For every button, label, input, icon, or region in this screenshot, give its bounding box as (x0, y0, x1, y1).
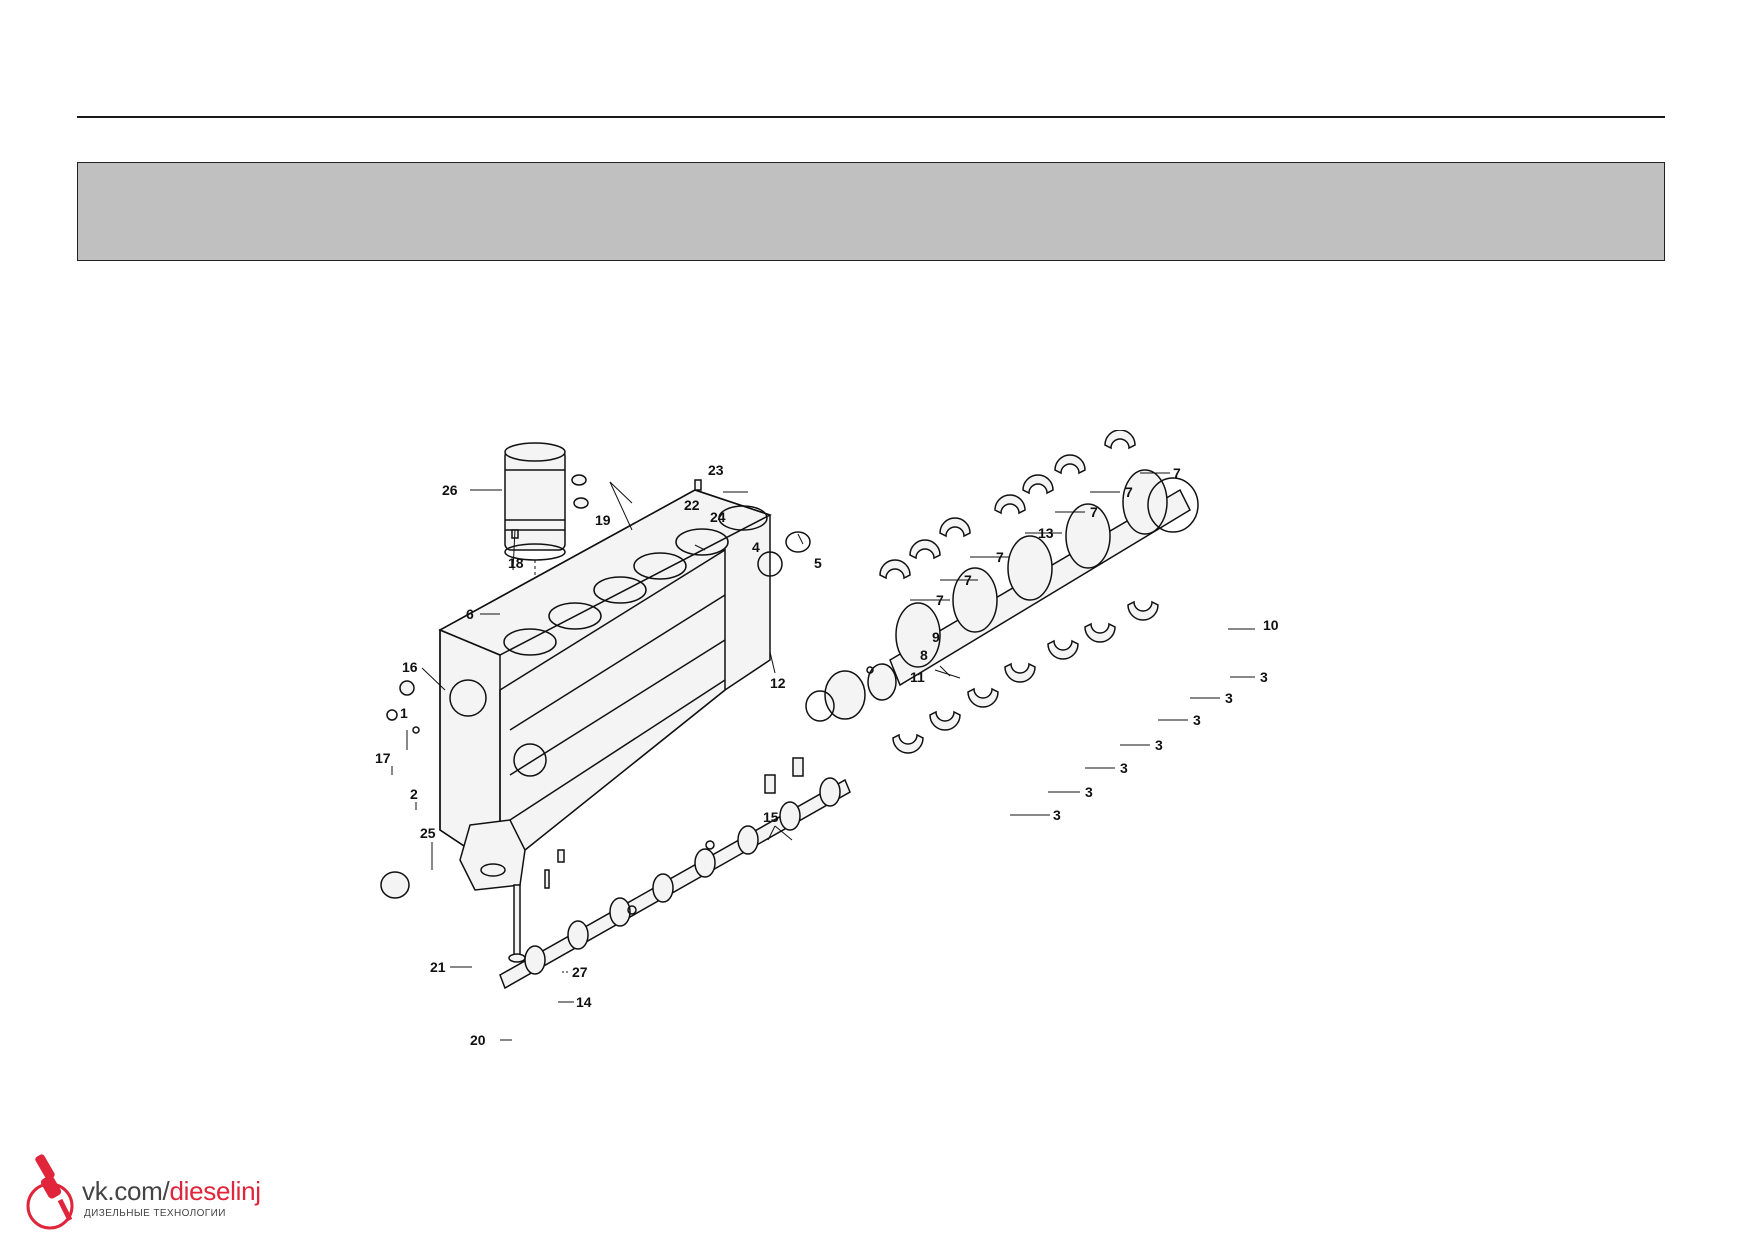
callout-7c: 7 (1090, 504, 1098, 520)
callout-2: 2 (410, 786, 418, 802)
top-rule (77, 116, 1665, 118)
plug (399, 680, 415, 696)
watermark-prefix: vk.com/ (82, 1176, 170, 1206)
watermark-url: vk.com/dieselinj (82, 1176, 261, 1207)
callout-22: 22 (684, 497, 700, 513)
callout-3b: 3 (1225, 690, 1233, 706)
callout-3c: 3 (1193, 712, 1201, 728)
bolt-15b (792, 757, 804, 777)
upper-bearing-shells (879, 430, 1136, 580)
callout-16: 16 (402, 659, 418, 675)
callout-17: 17 (375, 750, 391, 766)
callout-10: 10 (1263, 617, 1279, 633)
callout-8: 8 (920, 647, 928, 663)
front-seal (805, 690, 835, 722)
callout-5: 5 (814, 555, 822, 571)
lower-bearing-shells (892, 600, 1159, 754)
callout-labels: 26 6 16 1 17 2 25 21 20 14 27 18 19 22 2… (375, 462, 1279, 1048)
watermark: vk.com/dieselinj ДИЗЕЛЬНЫЕ ТЕХНОЛОГИИ (16, 1150, 316, 1230)
callout-26: 26 (442, 482, 458, 498)
rear-seal (380, 871, 410, 899)
camshaft (499, 777, 851, 990)
callout-27: 27 (572, 964, 588, 980)
exploded-parts-diagram: 26 6 16 1 17 2 25 21 20 14 27 18 19 22 2… (375, 430, 1279, 1048)
seal-ring (386, 709, 398, 721)
callout-7a: 7 (1173, 465, 1181, 481)
watermark-handle: dieselinj (169, 1176, 261, 1206)
callout-12: 12 (770, 675, 786, 691)
injector-logo-icon (26, 1154, 74, 1230)
crankshaft-gear (824, 670, 866, 720)
callout-3d: 3 (1155, 737, 1163, 753)
main-bearing-bolt (508, 884, 526, 963)
callout-24: 24 (710, 509, 726, 525)
pin (412, 726, 420, 734)
plug-19b (573, 497, 589, 509)
callout-9: 9 (932, 629, 940, 645)
small-plug-2 (627, 905, 637, 915)
plug-19a (571, 474, 587, 486)
callout-7e: 7 (964, 572, 972, 588)
callout-18: 18 (508, 555, 524, 571)
plug-4 (694, 479, 702, 491)
cylinder-block (438, 489, 772, 872)
callout-7f: 7 (936, 592, 944, 608)
callout-6: 6 (466, 606, 474, 622)
callout-15: 15 (763, 809, 779, 825)
callout-11: 11 (910, 669, 925, 685)
callout-19: 19 (595, 512, 611, 528)
callout-14: 14 (576, 994, 592, 1010)
title-band (77, 162, 1665, 261)
small-plug (705, 840, 715, 850)
dowel-pin (544, 869, 550, 889)
callout-7b: 7 (1125, 484, 1133, 500)
callout-23: 23 (708, 462, 724, 478)
callout-3f: 3 (1085, 784, 1093, 800)
callout-1: 1 (400, 705, 408, 721)
callout-7d: 7 (996, 549, 1004, 565)
piston-cooling-nozzle (557, 849, 565, 863)
bolt-15a (764, 774, 776, 794)
leader-lines (391, 472, 1255, 1041)
gasket-12 (757, 551, 783, 577)
callout-3g: 3 (1053, 807, 1061, 823)
main-bearing-cap (459, 819, 526, 891)
gasket-5 (785, 531, 811, 553)
crankshaft (867, 469, 1191, 701)
crank-dowel (866, 666, 874, 674)
callout-20: 20 (470, 1032, 486, 1048)
callout-3a: 3 (1260, 669, 1268, 685)
callout-4: 4 (752, 539, 760, 555)
watermark-subtitle: ДИЗЕЛЬНЫЕ ТЕХНОЛОГИИ (84, 1208, 226, 1219)
callout-25: 25 (420, 825, 436, 841)
callout-13: 13 (1038, 525, 1054, 541)
crankshaft-rear-seal (1147, 477, 1199, 533)
callout-21: 21 (430, 959, 446, 975)
callout-3e: 3 (1120, 760, 1128, 776)
